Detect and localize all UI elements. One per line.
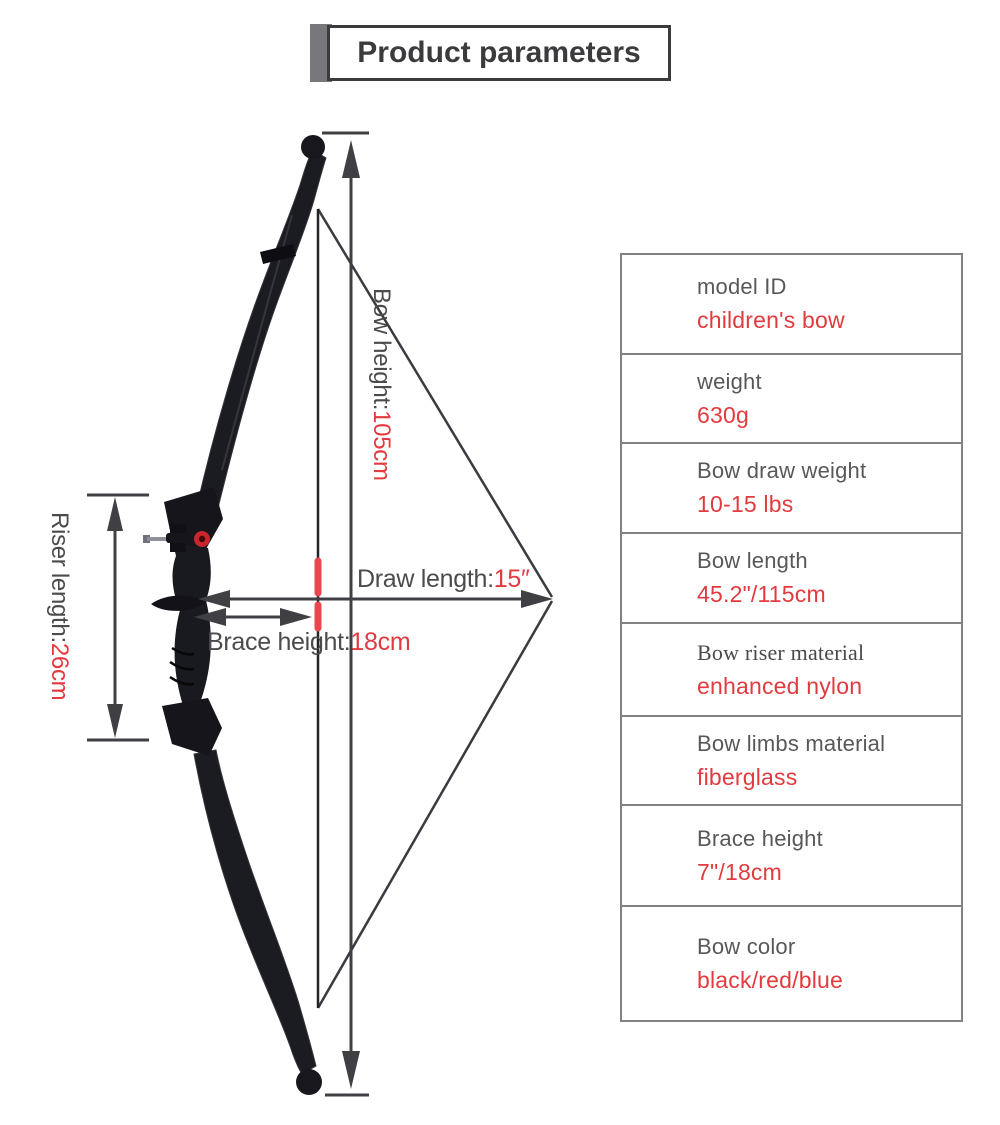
spec-value: 7"/18cm [697, 858, 782, 885]
spec-table: model ID children's bow weight 630g Bow … [620, 253, 963, 1022]
spec-label: model ID [697, 274, 787, 299]
table-row: model ID children's bow [622, 255, 961, 355]
table-row: Bow draw weight 10-15 lbs [622, 444, 961, 534]
upper-limb [195, 149, 327, 513]
table-row: Bow length 45.2"/115cm [622, 534, 961, 624]
spec-value: enhanced nylon [697, 672, 863, 699]
spec-label: Bow length [697, 548, 808, 573]
bow-height-label: Bow height:105cm [368, 288, 395, 481]
sight-bolt-tip [143, 535, 150, 543]
draw-string-diagonals [316, 208, 554, 1009]
upper-tip-knob [301, 135, 325, 159]
spec-label: Brace height [697, 825, 823, 851]
title-accent-bar [310, 24, 332, 82]
table-row: Bow limbs material fiberglass [622, 717, 961, 806]
lower-limb [193, 749, 317, 1075]
bow-illustration [143, 135, 327, 1095]
spec-value: 10-15 lbs [697, 491, 794, 517]
grip-grooves [169, 646, 195, 686]
sight-assembly [143, 524, 210, 552]
spec-label: Bow draw weight [697, 458, 867, 483]
lower-tip-knob [296, 1069, 322, 1095]
table-row: Brace height 7"/18cm [622, 806, 961, 907]
spec-value: children's bow [697, 307, 845, 333]
upper-limb-band [260, 244, 296, 264]
spec-value: 45.2"/115cm [697, 581, 826, 607]
table-row: Bow riser material enhanced nylon [622, 624, 961, 717]
riser-length-dimension: Riser length:26cm [46, 493, 149, 742]
draw-length-label: Draw length:15″ [357, 565, 530, 593]
bow-height-dimension: Bow height:105cm [322, 131, 395, 1097]
page-title: Product parameters [357, 36, 641, 69]
spec-value: fiberglass [697, 763, 798, 790]
brace-height-label: Brace height:18cm [207, 628, 410, 656]
brace-height-dimension: Brace height:18cm [194, 608, 411, 656]
spec-label: Bow limbs material [697, 730, 886, 756]
riser-length-label: Riser length:26cm [46, 512, 73, 700]
draw-length-dimension: Draw length:15″ [198, 565, 553, 608]
title-box: Product parameters [327, 25, 671, 81]
grip-pommel [151, 595, 206, 611]
spec-label: Bow riser material [697, 639, 865, 665]
spec-label: Bow color [697, 933, 796, 959]
lower-limb-pocket [162, 698, 222, 756]
table-row: weight 630g [622, 355, 961, 444]
spec-label: weight [697, 368, 762, 394]
spec-value: 630g [697, 401, 749, 428]
spec-value: black/red/blue [697, 966, 843, 993]
table-row: Bow color black/red/blue [622, 907, 961, 1020]
